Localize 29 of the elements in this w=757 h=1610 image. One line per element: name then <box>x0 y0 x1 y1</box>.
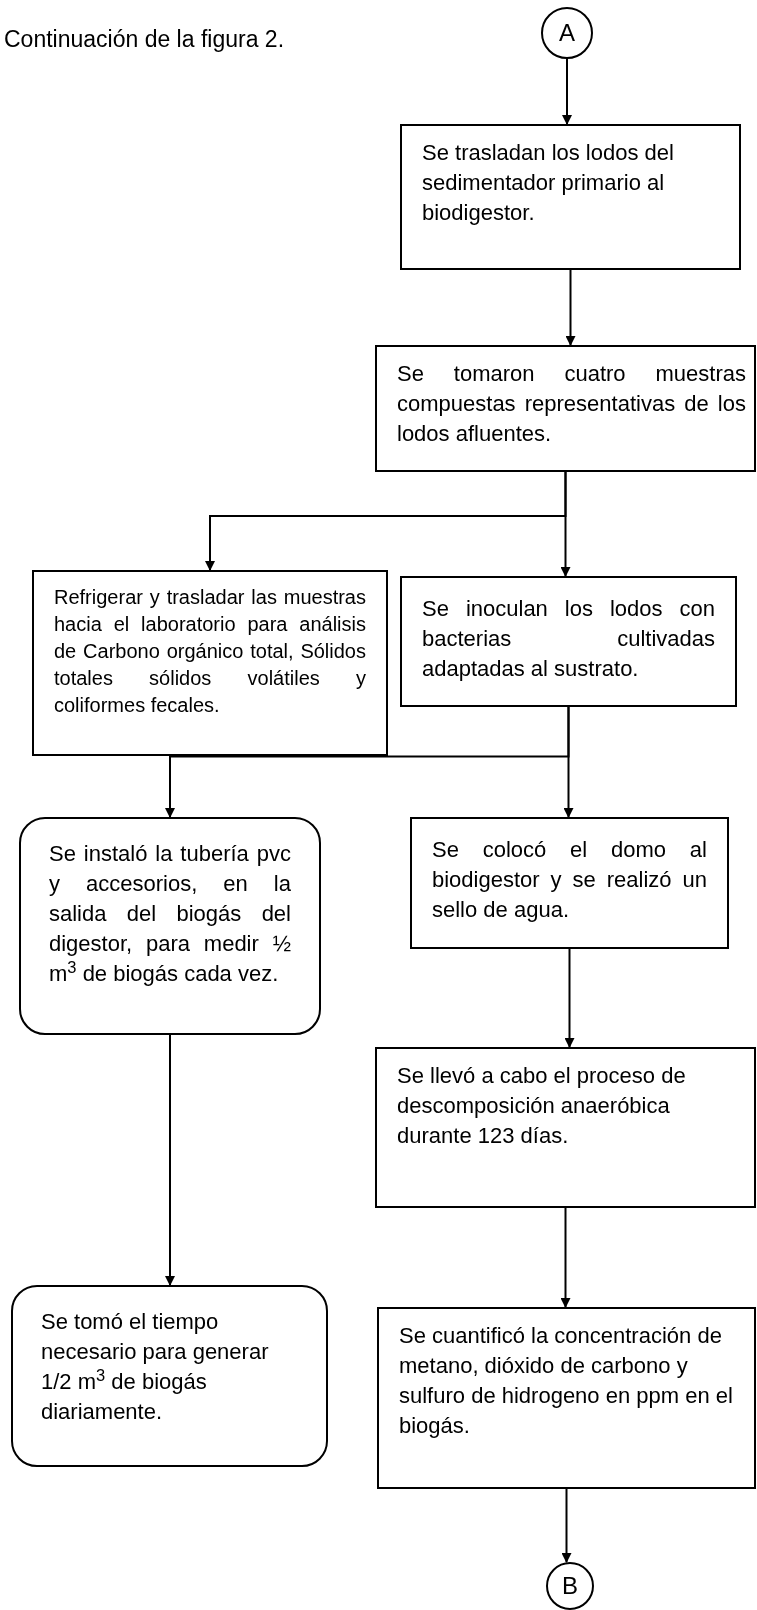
arrow <box>165 1034 175 1286</box>
process-box <box>375 345 756 472</box>
step-text: Se instaló la tubería pvc y accesorios, en la salida del biogás del digestor, para medir ½ m$^{3}$ de biogás cada vez. <box>49 840 291 988</box>
process-box <box>400 124 741 270</box>
step-text: Se cuantificó la concentración de metano, dióxido de carbono y sulfuro de hidrogeno en ppm en el biogás. <box>399 1322 734 1440</box>
process-box <box>410 817 729 949</box>
process-box <box>32 570 388 756</box>
arrow <box>562 58 572 125</box>
arrow <box>564 948 575 1048</box>
arrow <box>560 1207 571 1308</box>
step-text: Se inoculan los lodos con bacterias cultivadas adaptadas al sustrato. <box>422 595 715 683</box>
arrow <box>561 1488 572 1563</box>
process-box <box>377 1307 756 1489</box>
step-text: Se tomaron cuatro muestras compuestas representativas de los lodos afluentes. <box>397 360 746 448</box>
step-text: Se colocó el domo al biodigestor y se realizó un sello de agua. <box>432 836 707 924</box>
process-box <box>400 576 737 707</box>
step-text: Se trasladan los lodos del sedimentador primario al biodigestor. <box>422 139 675 227</box>
arrow <box>560 471 571 577</box>
rounded-process-box <box>11 1285 328 1467</box>
rounded-process-box <box>19 817 321 1035</box>
title: Continuación de la figura 2. <box>4 25 285 54</box>
connector-label: A <box>559 21 575 45</box>
process-box <box>375 1047 756 1208</box>
step-text: Refrigerar y trasladar las muestras hacia el laboratorio para análisis de Carbono orgánico total, Sólidos totales sólidos volátiles y coliformes fecales. <box>54 585 366 718</box>
step-text: Se llevó a cabo el proceso de descomposición anaeróbica durante 123 días. <box>397 1062 687 1150</box>
step-text: Se tomó el tiempo necesario para generar 1/2 m$^{3}$ de biogás diariamente. <box>41 1308 270 1426</box>
connector-label: B <box>562 1574 578 1598</box>
arrow <box>565 269 576 346</box>
arrow <box>563 706 574 818</box>
